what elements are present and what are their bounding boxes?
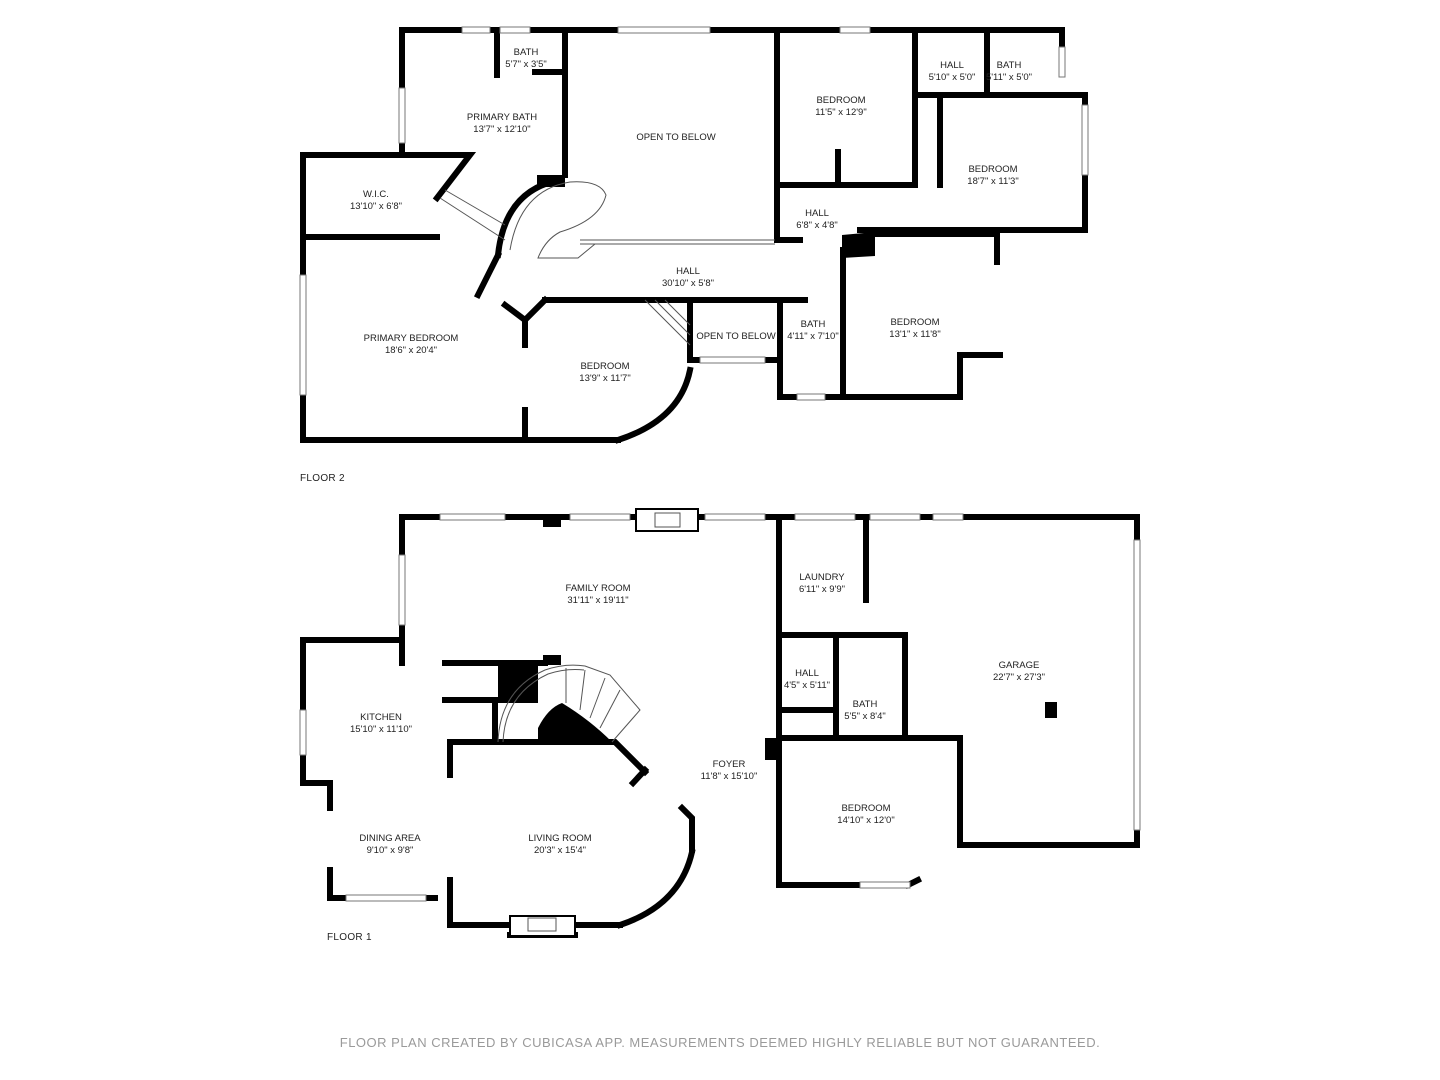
room-dimensions: 13'10" x 6'8" [349, 201, 403, 212]
column [543, 655, 561, 665]
room-garage: GARAGE 22'7" x 27'3" [993, 660, 1045, 684]
floor-2-stairs [439, 181, 775, 346]
room-name: HALL [805, 208, 829, 219]
room-bedroom: BEDROOM 14'10" x 12'0" [837, 803, 894, 827]
room-dimensions: 18'6" x 20'4" [384, 345, 438, 356]
room-bath: BATH 5'5" x 8'4" [844, 699, 886, 723]
room-dimensions: 4'5" x 5'11" [783, 680, 831, 691]
column [765, 738, 779, 760]
room-dimensions: 6'11" x 9'9" [798, 584, 846, 595]
room-bath-small: BATH 5'7" x 3'5" [505, 47, 547, 71]
room-bedroom: BEDROOM 18'7" x 11'3" [967, 164, 1018, 188]
room-family-room: FAMILY ROOM 31'11" x 19'11" [565, 583, 630, 607]
room-name: OPEN TO BELOW [636, 132, 716, 143]
room-hall: HALL 4'5" x 5'11" [784, 668, 830, 692]
room-dimensions: 6'8" x 4'8" [796, 220, 838, 231]
room-name: PRIMARY BATH [466, 112, 538, 123]
room-name: BEDROOM [580, 361, 630, 372]
room-name: BEDROOM [816, 95, 866, 106]
room-name: HALL [795, 668, 819, 679]
room-dimensions: 5'7" x 3'5" [505, 59, 547, 70]
room-bath: BATH 5'11" x 5'0" [986, 60, 1032, 84]
floor-1-label: FLOOR 1 [327, 932, 372, 943]
stair-void [538, 703, 612, 742]
column [543, 517, 561, 527]
disclaimer-footer: FLOOR PLAN CREATED BY CUBICASA APP. MEAS… [339, 1035, 1101, 1050]
room-name: BATH [513, 47, 539, 58]
room-name: KITCHEN [360, 712, 402, 723]
room-bedroom: BEDROOM 11'5" x 12'9" [815, 95, 866, 119]
room-name: BEDROOM [890, 317, 940, 328]
column [842, 232, 875, 258]
room-name: BEDROOM [968, 164, 1018, 175]
column [537, 175, 565, 187]
floor-2-windows [299, 26, 1089, 401]
room-name: W.I.C. [363, 189, 389, 200]
room-dimensions: 22'7" x 27'3" [992, 672, 1046, 683]
room-dimensions: 11'8" x 15'10" [700, 771, 758, 782]
room-name: HALL [940, 60, 964, 71]
room-name: DINING AREA [359, 833, 421, 844]
room-name: BATH [800, 319, 826, 330]
room-dimensions: 13'7" x 12'10" [473, 124, 531, 135]
floor-1-windows [299, 513, 1141, 902]
room-dimensions: 14'10" x 12'0" [837, 815, 895, 826]
room-name: LAUNDRY [799, 572, 845, 583]
room-dining-area: DINING AREA 9'10" x 9'8" [359, 833, 420, 857]
room-bedroom: BEDROOM 13'1" x 11'8" [889, 317, 940, 341]
column [1045, 702, 1057, 718]
room-dimensions: 13'9" x 11'7" [579, 373, 631, 384]
room-dimensions: 31'11" x 19'11" [567, 595, 629, 606]
room-foyer: FOYER 11'8" x 15'10" [701, 759, 758, 783]
fireplace-icon [509, 508, 699, 937]
room-open-to-below: OPEN TO BELOW [636, 132, 715, 144]
room-primary-bath: PRIMARY BATH 13'7" x 12'10" [467, 112, 537, 136]
room-dimensions: 11'5" x 12'9" [815, 107, 867, 118]
room-dimensions: 13'1" x 11'8" [889, 329, 941, 340]
room-name: LIVING ROOM [528, 833, 592, 844]
room-dimensions: 30'10" x 5'8" [661, 278, 715, 289]
floor-1-walls [300, 514, 1140, 938]
room-walk-in-closet: W.I.C. 13'10" x 6'8" [350, 189, 402, 213]
floor-2-label: FLOOR 2 [300, 473, 345, 484]
room-name: BATH [852, 699, 878, 710]
floor-1-stairs [497, 664, 641, 743]
room-dimensions: 9'10" x 9'8" [366, 845, 414, 856]
room-name: OPEN TO BELOW [696, 331, 776, 342]
room-name: FOYER [712, 759, 746, 770]
room-hall: HALL 6'8" x 4'8" [796, 208, 838, 232]
room-dimensions: 15'10" x 11'10" [350, 724, 412, 735]
room-name: BEDROOM [841, 803, 891, 814]
room-name: FAMILY ROOM [565, 583, 631, 594]
room-name: GARAGE [998, 660, 1040, 671]
room-bedroom: BEDROOM 13'9" x 11'7" [579, 361, 630, 385]
room-dimensions: 5'11" x 5'0" [985, 72, 1033, 83]
room-living-room: LIVING ROOM 20'3" x 15'4" [528, 833, 591, 857]
room-laundry: LAUNDRY 6'11" x 9'9" [799, 572, 845, 596]
room-open-to-below: OPEN TO BELOW [696, 331, 775, 343]
room-hall: HALL 5'10" x 5'0" [929, 60, 976, 84]
room-hall-main: HALL 30'10" x 5'8" [662, 266, 714, 290]
room-dimensions: 5'10" x 5'0" [928, 72, 976, 83]
floor-2-walls [300, 27, 1088, 444]
room-dimensions: 18'7" x 11'3" [967, 176, 1019, 187]
room-name: BATH [996, 60, 1022, 71]
room-primary-bedroom: PRIMARY BEDROOM 18'6" x 20'4" [364, 333, 459, 357]
room-name: PRIMARY BEDROOM [363, 333, 459, 344]
room-bath: BATH 4'11" x 7'10" [787, 319, 838, 343]
room-kitchen: KITCHEN 15'10" x 11'10" [350, 712, 412, 736]
room-dimensions: 20'3" x 15'4" [533, 845, 587, 856]
room-name: HALL [676, 266, 700, 277]
room-dimensions: 4'11" x 7'10" [787, 331, 839, 342]
room-dimensions: 5'5" x 8'4" [844, 711, 886, 722]
